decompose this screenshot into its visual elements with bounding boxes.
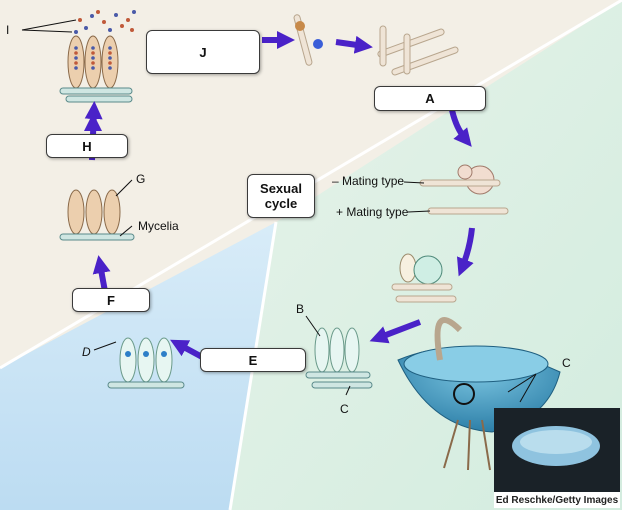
spores bbox=[74, 10, 136, 34]
box-j: J bbox=[146, 30, 260, 74]
box-h: H bbox=[46, 134, 128, 158]
label-b: B bbox=[296, 302, 305, 316]
asci-top bbox=[59, 35, 133, 103]
sexual-cycle-box: Sexual cycle bbox=[247, 174, 315, 218]
hyphae-network bbox=[377, 25, 459, 76]
sexual-line2: cycle bbox=[264, 196, 298, 211]
box-a: A bbox=[374, 86, 486, 111]
photo-credit: Ed Reschke/Getty Images bbox=[494, 492, 620, 508]
label-mycelia: Mycelia bbox=[138, 219, 179, 233]
box-f: F bbox=[72, 288, 150, 312]
fusion-structure bbox=[391, 253, 457, 303]
label-c-left: C bbox=[340, 402, 349, 416]
germinating-spores bbox=[293, 14, 323, 66]
box-e: E bbox=[200, 348, 306, 372]
asci-g bbox=[59, 189, 135, 241]
asci-mid bbox=[305, 327, 373, 389]
label-c-right: C bbox=[562, 356, 571, 370]
label-minus-mating-type: – Mating type bbox=[332, 174, 405, 188]
mating-hyphae bbox=[419, 164, 509, 215]
sexual-line1: Sexual bbox=[260, 181, 302, 196]
label-d: D bbox=[82, 345, 91, 359]
label-plus-mating-type: + Mating type bbox=[336, 205, 409, 219]
asci-left bbox=[107, 337, 185, 389]
cup-fungus-photo bbox=[494, 408, 620, 492]
label-g: G bbox=[136, 172, 146, 186]
label-i: I bbox=[6, 23, 10, 37]
